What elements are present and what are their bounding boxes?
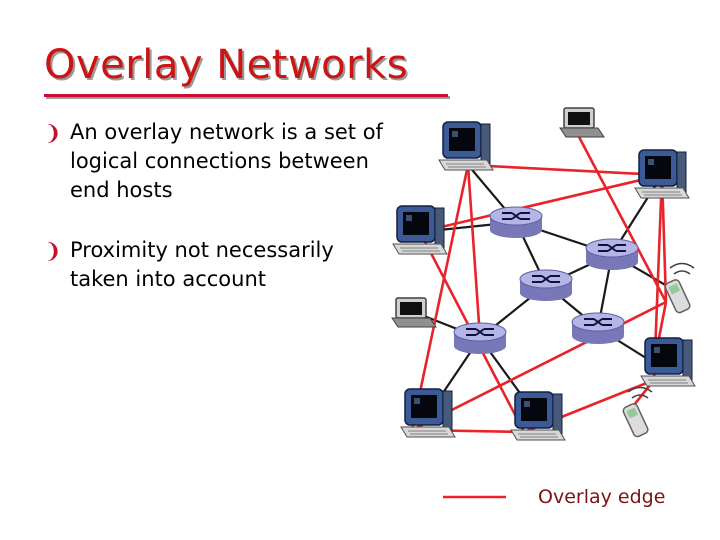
router-icon <box>453 322 507 355</box>
wireless-phone-icon <box>663 262 695 315</box>
desktop-computer-icon <box>438 121 494 171</box>
router-icon <box>571 312 625 345</box>
bullet-text: An overlay network is a set of logical c… <box>70 120 383 202</box>
bullet-marker-icon: ❩ <box>44 121 62 145</box>
router-icon <box>585 238 639 271</box>
wireless-phone-icon <box>621 386 653 439</box>
laptop-icon <box>391 297 437 328</box>
bullet-item: ❩ An overlay network is a set of logical… <box>44 118 384 205</box>
router-icon <box>519 269 573 302</box>
desktop-computer-icon <box>400 388 456 438</box>
title-underline <box>44 94 448 97</box>
bullet-marker-icon: ❩ <box>44 239 62 263</box>
laptop-icon <box>559 107 605 138</box>
desktop-computer-icon <box>392 205 448 255</box>
slide-title: Overlay Networks <box>44 42 409 88</box>
router-icon <box>489 206 543 239</box>
bullet-text: Proximity not necessarily taken into acc… <box>70 238 334 291</box>
legend-label: Overlay edge <box>538 486 665 508</box>
bullet-item: ❩ Proximity not necessarily taken into a… <box>44 236 384 294</box>
desktop-computer-icon <box>640 337 696 387</box>
desktop-computer-icon <box>634 149 690 199</box>
desktop-computer-icon <box>510 391 566 441</box>
